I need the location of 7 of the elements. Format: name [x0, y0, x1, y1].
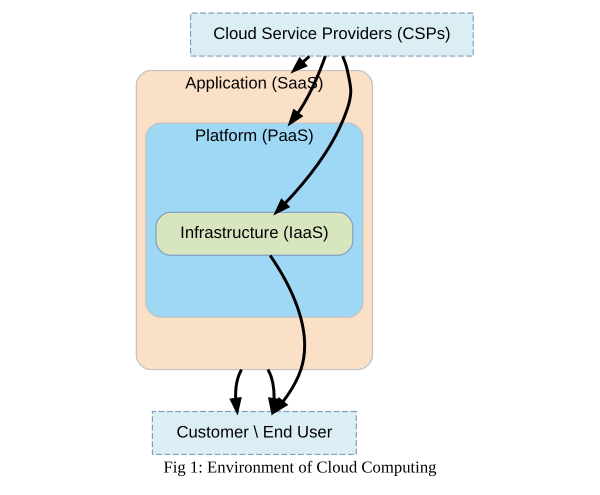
node-box: Cloud Service Providers (CSPs): [190, 12, 474, 57]
arrow: [268, 254, 306, 416]
arrow: [229, 368, 243, 416]
caption: Fig 1: Environment of Cloud Computing: [163, 458, 437, 477]
node-box: Customer \ End User: [152, 410, 357, 456]
arrow: [266, 368, 288, 416]
node-box: Infrastructure (IaaS): [155, 212, 354, 256]
